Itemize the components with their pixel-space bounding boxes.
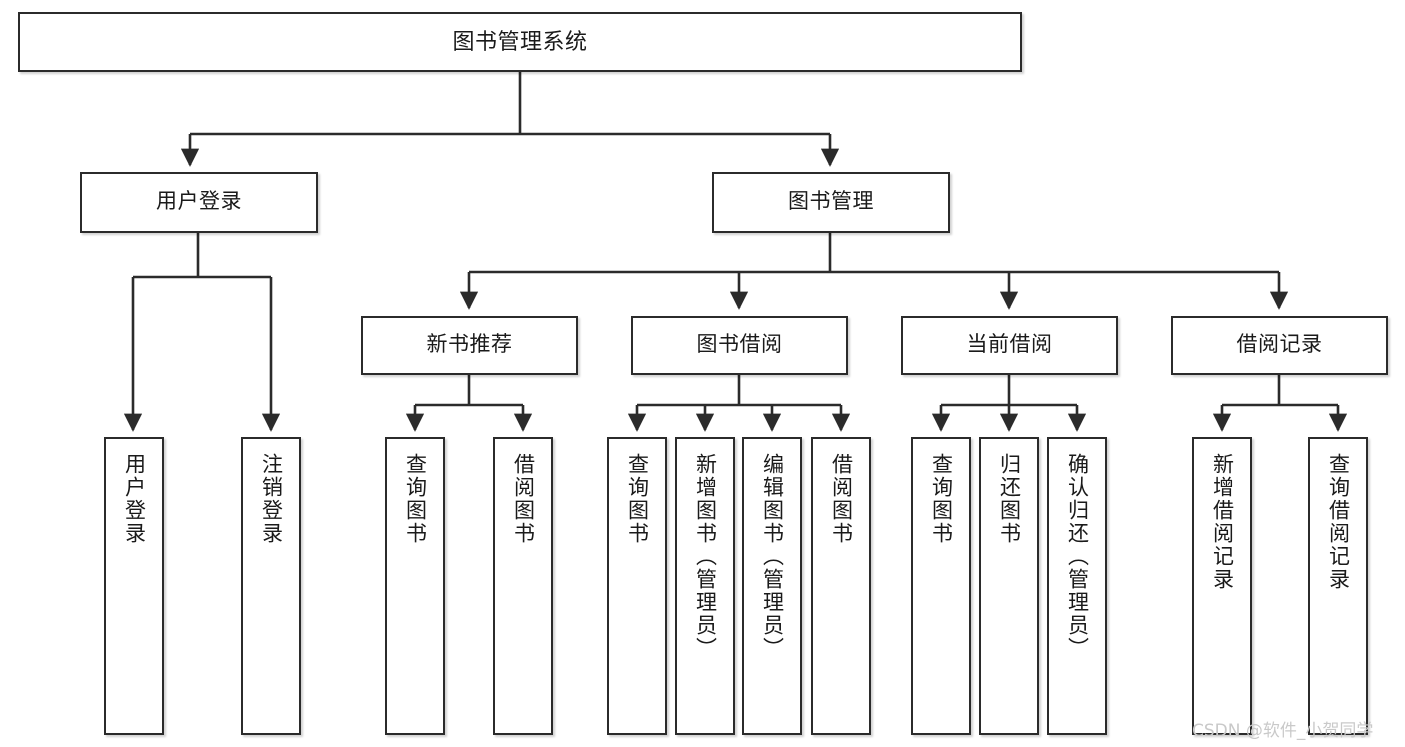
node-label: 当前借阅 [966, 333, 1053, 357]
csdn-watermark: CSDN @软件_小贺同学 [1192, 721, 1374, 741]
node-label: 注销登录 [259, 453, 283, 545]
node-label: 查询图书 [625, 453, 649, 545]
leaf-return-book[interactable]: 归还图书 [979, 437, 1039, 735]
node-label: 编辑图书（管理员） [760, 453, 784, 660]
leaf-user-login[interactable]: 用户登录 [104, 437, 164, 735]
leaf-borrow-book-borrow[interactable]: 借阅图书 [811, 437, 871, 735]
node-label: 查询图书 [403, 453, 427, 545]
node-label: 借阅图书 [511, 453, 535, 545]
node-new-book-recommendation[interactable]: 新书推荐 [361, 316, 578, 375]
leaf-edit-book-admin[interactable]: 编辑图书（管理员） [742, 437, 802, 735]
node-label: 用户登录 [156, 190, 242, 214]
leaf-add-borrow-record[interactable]: 新增借阅记录 [1192, 437, 1252, 735]
node-label: 借阅图书 [829, 453, 853, 545]
node-book-manage[interactable]: 图书管理 [712, 172, 950, 233]
node-book-borrow[interactable]: 图书借阅 [631, 316, 848, 375]
node-current-borrow[interactable]: 当前借阅 [901, 316, 1118, 375]
node-label: 归还图书 [997, 453, 1021, 545]
node-label: 图书管理 [788, 190, 874, 214]
node-root-book-management-system[interactable]: 图书管理系统 [18, 12, 1022, 72]
node-label: 用户登录 [122, 453, 146, 545]
leaf-add-book-admin[interactable]: 新增图书（管理员） [675, 437, 735, 735]
node-label: 新增图书（管理员） [693, 453, 717, 660]
leaf-logout-login[interactable]: 注销登录 [241, 437, 301, 735]
node-label: 查询图书 [929, 453, 953, 545]
node-label: 图书管理系统 [452, 29, 588, 55]
leaf-borrow-book-new-rec[interactable]: 借阅图书 [493, 437, 553, 735]
node-label: 新增借阅记录 [1210, 453, 1234, 591]
leaf-query-book-borrow[interactable]: 查询图书 [607, 437, 667, 735]
node-label: 新书推荐 [426, 333, 513, 357]
node-borrow-record[interactable]: 借阅记录 [1171, 316, 1388, 375]
node-label: 借阅记录 [1236, 333, 1323, 357]
leaf-query-borrow-record[interactable]: 查询借阅记录 [1308, 437, 1368, 735]
leaf-query-book-current[interactable]: 查询图书 [911, 437, 971, 735]
node-label: 查询借阅记录 [1326, 453, 1350, 591]
node-label: 图书借阅 [696, 333, 783, 357]
node-user-login[interactable]: 用户登录 [80, 172, 318, 233]
leaf-query-book-new-rec[interactable]: 查询图书 [385, 437, 445, 735]
leaf-confirm-return-admin[interactable]: 确认归还（管理员） [1047, 437, 1107, 735]
node-label: 确认归还（管理员） [1065, 453, 1089, 660]
